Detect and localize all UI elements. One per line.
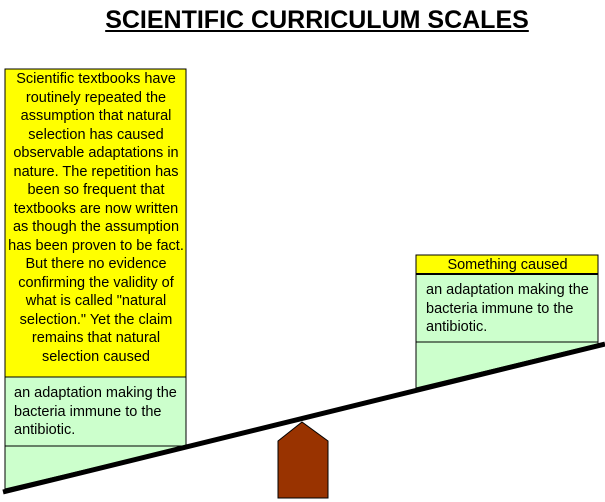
left-claim-box — [4, 68, 187, 378]
left-claim-text: Scientific textbooks have routinely repe… — [8, 71, 184, 365]
scale-beam — [2, 341, 605, 495]
fulcrum — [277, 421, 329, 499]
page-title: SCIENTIFIC CURRICULUM SCALES — [105, 6, 529, 34]
right-effect-text: an adaptation making the bacteria immune… — [426, 282, 589, 335]
left-effect-text: an adaptation making the bacteria immune… — [14, 385, 177, 438]
right-label-text: Something caused — [447, 257, 568, 273]
